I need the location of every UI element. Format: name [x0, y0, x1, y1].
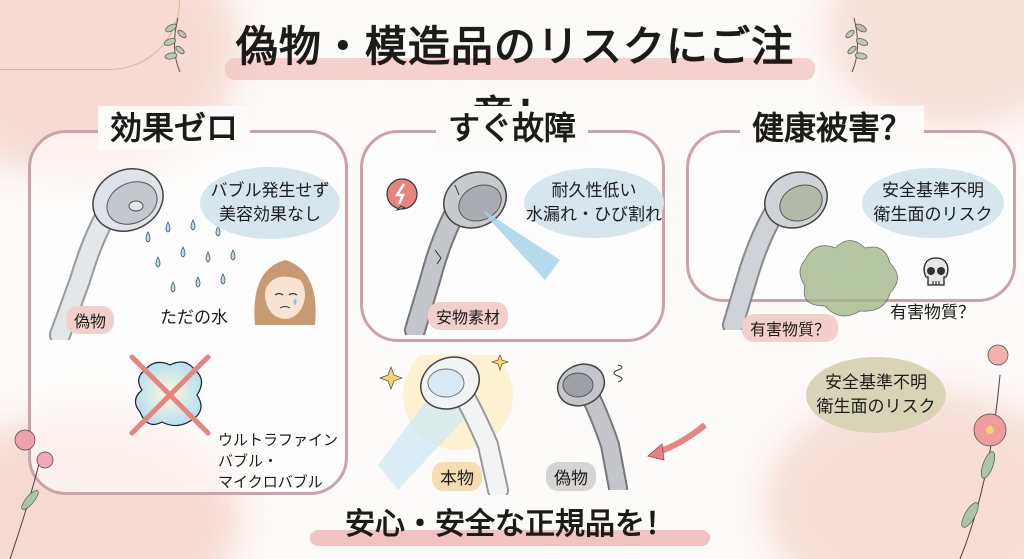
page-title: 偽物・模造品のリスクにご注意！	[235, 22, 795, 141]
laurel-right-icon	[845, 17, 869, 73]
harmful-substance-label: 有害物質？	[890, 303, 975, 323]
harmful-substance-tag: 有害物質？	[742, 314, 839, 342]
skull-icon	[923, 257, 949, 286]
water-drops-icon	[145, 219, 236, 293]
breakdown-callout: 耐久性低い 水漏れ・ひび割れ	[524, 168, 664, 238]
title-highlight	[225, 58, 815, 80]
broken-alert-icon	[386, 178, 418, 211]
footer-message: 安心・安全な正規品を！	[345, 507, 675, 542]
genuine-label: 本物	[432, 462, 482, 491]
cracked-shower-head-illustration	[404, 171, 560, 335]
section-title-breakdown: すぐ故障	[436, 106, 589, 150]
green-mist-cloud	[799, 240, 898, 317]
fake-shower-head-illustration	[556, 363, 628, 490]
flower-decoration-right	[959, 344, 1009, 559]
section-title-health-risk: 健康被害？	[740, 106, 925, 150]
page-title-block: 偽物・模造品のリスクにご注意！	[195, 12, 835, 141]
cheap-material-tag: 安物素材	[428, 302, 509, 330]
arrow-down-left-icon	[647, 422, 707, 461]
section-title-no-effect: 効果ゼロ	[98, 106, 251, 150]
safety-standard-callout: 安全基準不明 衛生面のリスク	[806, 357, 946, 433]
crossed-out-bubble-icon	[129, 354, 211, 436]
health-risk-callout: 安全基準不明 衛生面のリスク	[862, 168, 1004, 238]
bubble-types-label: ウルトラファイン バブル・ マイクロバブル	[218, 431, 339, 491]
just-water-label: ただの水	[160, 308, 228, 328]
dirty-shower-head-illustration	[722, 171, 828, 330]
laurel-left-icon	[163, 17, 187, 73]
flower-decoration-left	[9, 429, 54, 559]
sad-woman-illustration	[254, 260, 316, 325]
footer-highlight	[310, 530, 710, 546]
fake-tag: 偽物	[66, 306, 115, 334]
shower-head-illustration	[49, 168, 164, 340]
fake-label: 偽物	[546, 462, 596, 491]
no-effect-callout: バブル発生せず 美容効果なし	[200, 167, 340, 239]
genuine-shower-head-illustration	[378, 355, 513, 495]
footer-message-block: 安心・安全な正規品を！	[300, 505, 720, 550]
